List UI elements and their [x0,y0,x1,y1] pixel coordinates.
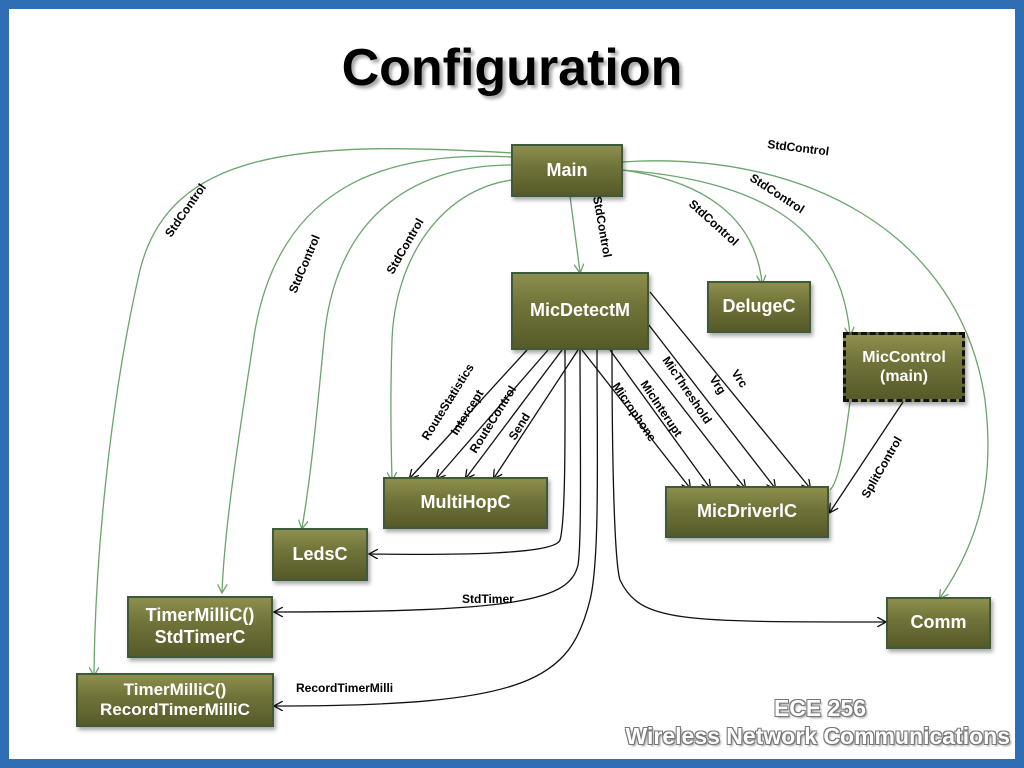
node-multihopc: MultiHopC [383,477,548,529]
wire-micdetectm-routestatistics [410,349,528,478]
wire-micdetectm-intercept [437,349,549,478]
label-stdtimer: StdTimer [462,592,514,606]
node-timer-stdtimerc: TimerMilliC() StdTimerC [127,596,273,658]
node-ledsc: LedsC [272,528,368,581]
label-std-deluge: StdControl [686,197,741,249]
node-comm: Comm [886,597,991,649]
node-timer-stdtimerc-label-2: StdTimerC [154,627,246,647]
wire-micdetectm-vrg [644,319,775,488]
label-vrg: Vrg [707,373,729,397]
node-main: Main [511,144,623,197]
node-miccontrol-label-2: (main) [880,368,928,385]
node-micdriverlc: MicDriverlC [665,486,829,538]
slide-title: Configuration [341,39,683,97]
wire-main-to-comm [621,160,989,598]
course-number: ECE 256 [773,695,866,721]
node-miccontrol-label-1: MicControl [862,348,946,366]
wire-main-to-delugec [621,169,762,283]
node-timer-stdtimerc-label-1: TimerMilliC() [145,605,255,626]
wire-micdetectm-stdtimer [275,349,582,612]
node-main-label: Main [546,159,588,180]
wire-micdetectm-recordtimer [275,349,599,706]
label-std-mid-left: StdControl [383,216,426,277]
wire-micdetectm-send [494,349,579,478]
label-std-center: StdControl [590,195,615,258]
node-micdetectm: MicDetectM [511,272,649,350]
wire-miccontrol-splitcontrol [830,401,904,512]
wire-miccontrol-to-micdriver [829,401,851,491]
course-watermark: ECE 256 Wireless Network Communications [590,694,1011,750]
node-timer-recordtimermillic-label-1: TimerMilliC() [123,679,227,699]
wire-micdetectm-routecontrol [466,349,563,478]
node-timer-recordtimermillic: TimerMilliC() RecordTimerMilliC [76,673,274,727]
label-recordtimermilli: RecordTimerMilli [296,681,393,695]
wire-main-to-micdetectm [569,195,580,272]
node-timer-recordtimermillic-label-2: RecordTimerMilliC [100,700,250,719]
wire-main-to-ledsc [302,164,513,528]
label-std-miccontrol: StdControl [747,171,807,217]
node-micdetectm-label: MicDetectM [529,300,631,321]
wire-micdetectm-comm [611,349,885,622]
wire-main-to-timer1 [222,155,513,592]
node-delugec-label: DelugeC [722,296,796,317]
label-std-left: StdControl [286,233,323,296]
course-title: Wireless Network Communications [625,723,1011,750]
label-std-comm: StdControl [767,137,830,158]
label-send: Send [506,410,533,442]
wire-micdetectm-micinterupt [609,349,710,488]
label-vrc: Vrc [729,367,751,391]
wire-main-to-timer2 [94,148,513,675]
label-std-far-left: StdControl [162,181,209,240]
node-multihopc-label: MultiHopC [420,492,511,513]
wire-micdetectm-micthreshold [637,349,745,488]
node-ledsc-label: LedsC [292,543,348,564]
wire-micdetectm-vrc [649,291,810,488]
node-miccontrol: MicControl (main) [843,332,965,402]
wire-micdetectm-ledsc [370,349,566,554]
node-delugec: DelugeC [707,281,811,333]
wire-main-to-multihopc [391,179,513,480]
node-micdriverlc-label: MicDriverlC [696,501,798,522]
wire-main-to-miccontrol [621,169,850,335]
node-comm-label: Comm [910,612,967,633]
label-splitcontrol: SplitControl [858,434,904,500]
wire-micdetectm-microphone [581,349,690,488]
